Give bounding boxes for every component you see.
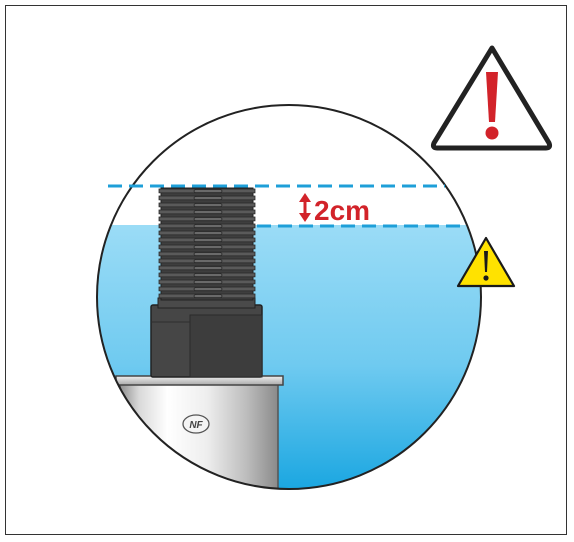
double-arrow-vertical-icon xyxy=(299,193,311,222)
svg-text:NF: NF xyxy=(189,420,203,431)
detail-circle-content xyxy=(97,105,481,489)
warning-yellow-icon xyxy=(456,236,516,288)
water-area xyxy=(97,225,481,489)
measurement-label: 2cm xyxy=(314,195,370,226)
detail-circle-outline xyxy=(96,104,482,490)
ribbed-intake xyxy=(158,187,256,301)
steel-body xyxy=(119,383,279,489)
warning-outline-icon xyxy=(430,45,553,151)
nf-logo: NF xyxy=(182,414,210,434)
